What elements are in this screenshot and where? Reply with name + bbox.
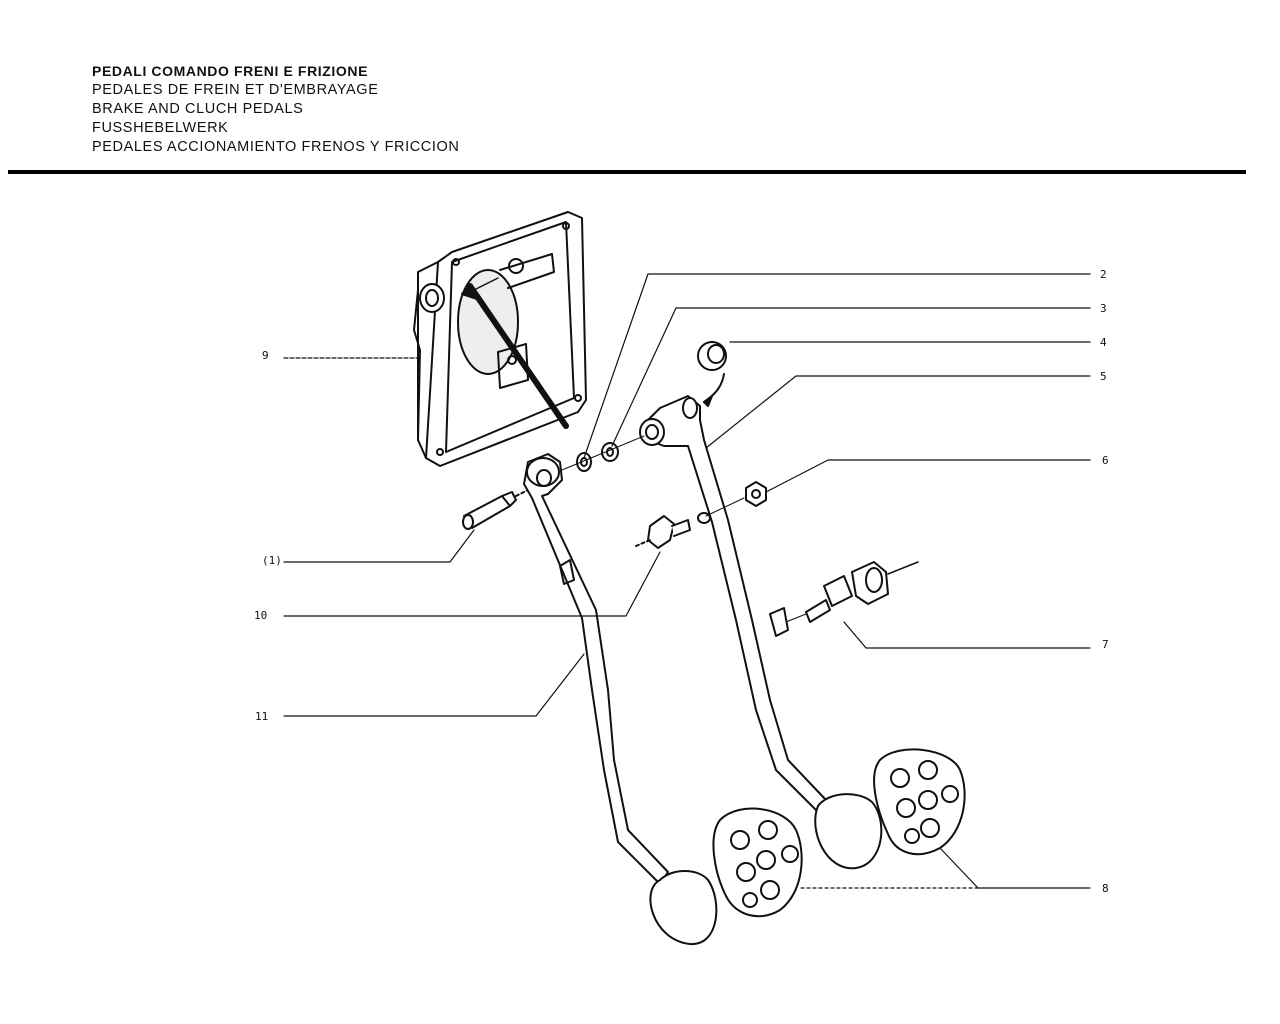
clutch-pedal (523, 453, 718, 946)
leader-5 (705, 375, 1091, 449)
leader-10 (283, 551, 661, 617)
pedal-bracket (413, 211, 587, 467)
callout-8: 8 (1102, 882, 1109, 895)
callout-9: 9 (262, 349, 269, 362)
leader-8a (939, 847, 1091, 889)
leader-1 (283, 529, 475, 563)
leader-7 (843, 621, 1091, 649)
callout-3: 3 (1100, 302, 1107, 315)
nut-part-6 (705, 481, 767, 517)
callout-5: 5 (1100, 370, 1107, 383)
bolt-part-10 (635, 515, 691, 549)
callout-4: 4 (1100, 336, 1107, 349)
leader-6 (765, 459, 1091, 493)
callout-11: 11 (255, 710, 268, 723)
title-spanish: PEDALES ACCIONAMIENTO FRENOS Y FRICCION (92, 139, 460, 155)
bush-part-2 (576, 452, 592, 472)
title-english: BRAKE AND CLUCH PEDALS (92, 101, 304, 117)
washer-part-3 (601, 442, 619, 462)
stoplight-switch-part-7 (785, 561, 919, 623)
pivot-pin (462, 489, 529, 530)
leader-2 (583, 273, 1091, 459)
callout-6: 6 (1102, 454, 1109, 467)
rubber-pad-clutch (712, 807, 803, 918)
header-divider (8, 170, 1246, 174)
rubber-pad-brake (873, 748, 966, 856)
callout-10: 10 (254, 609, 267, 622)
leader-lines (283, 273, 1091, 889)
callout-7: 7 (1102, 638, 1109, 651)
title-french: PEDALES DE FREIN ET D'EMBRAYAGE (92, 82, 379, 98)
brake-pedal (639, 395, 883, 870)
page-header: PEDALI COMANDO FRENI E FRIZIONE PEDALES … (92, 62, 459, 157)
bush-part-4 (697, 341, 727, 407)
title-italian: PEDALI COMANDO FRENI E FRIZIONE (92, 63, 369, 79)
callout-1: (1) (262, 554, 282, 567)
assembly-axis-line (561, 435, 645, 471)
leader-11 (283, 653, 585, 717)
callout-2: 2 (1100, 268, 1107, 281)
title-german: FUSSHEBELWERK (92, 120, 229, 136)
leader-3 (611, 307, 1091, 447)
